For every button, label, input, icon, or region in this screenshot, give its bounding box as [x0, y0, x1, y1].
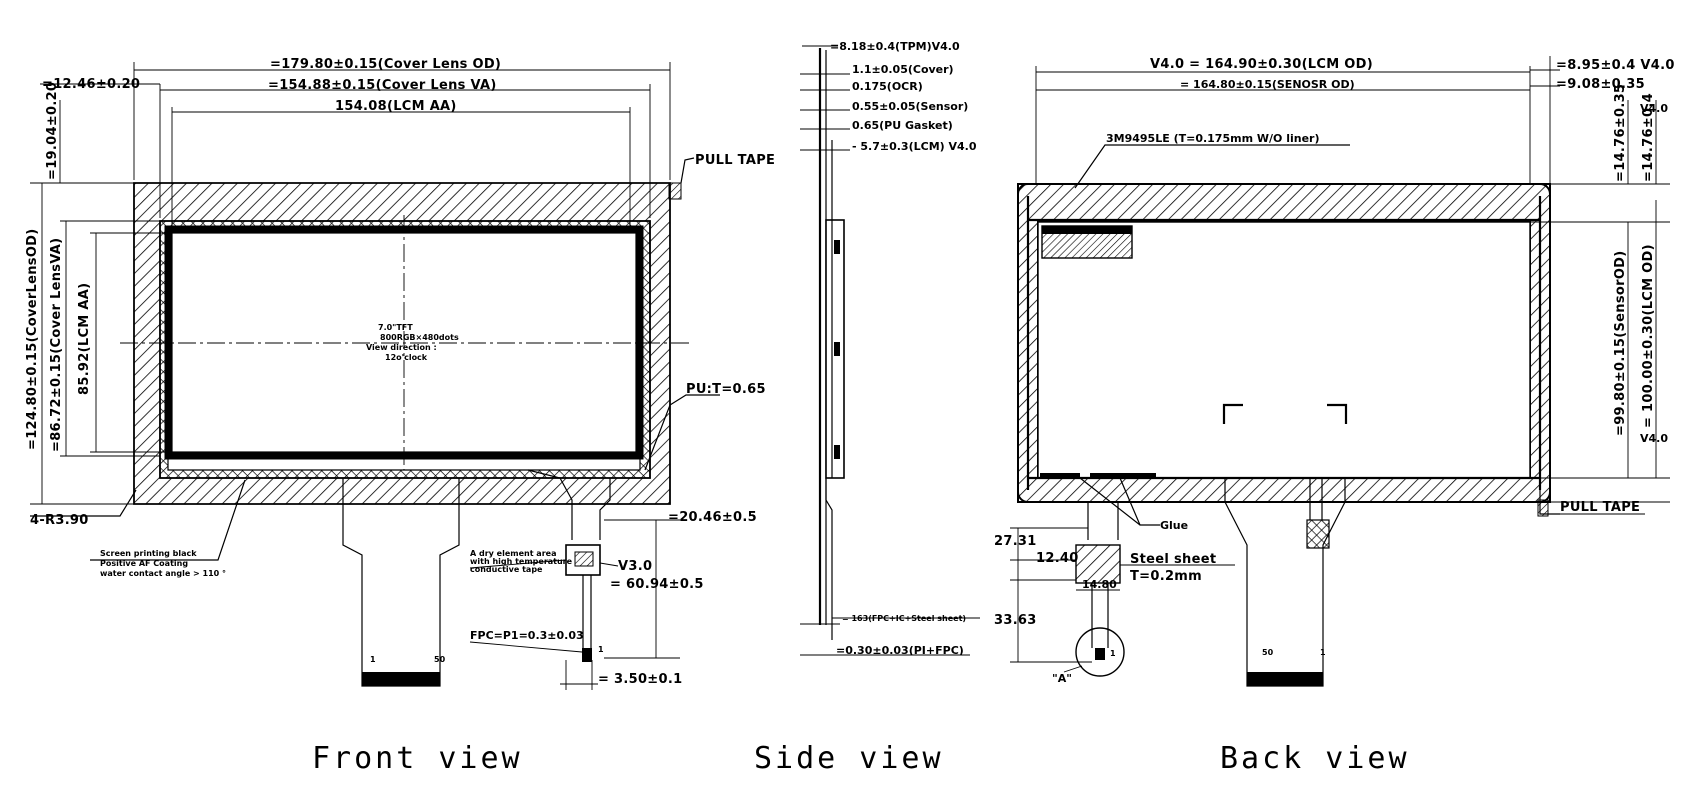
side-fpc-stack: = 163(FPC+IC+Steel sheet): [842, 614, 966, 623]
back-dim-lcm-od-w: V4.0 = 164.90±0.30(LCM OD): [1150, 57, 1373, 72]
back-pull-tape: PULL TAPE: [1560, 500, 1640, 515]
back-steel-thickness: T=0.2mm: [1130, 569, 1202, 584]
back-tape-callout: 3M9495LE (T=0.175mm W/O liner): [1106, 132, 1319, 145]
side-view: =8.18±0.4(TPM)V4.0 1.1±0.05(Cover) 0.175…: [754, 40, 980, 776]
back-dim-fpc-d: 33.63: [994, 613, 1037, 628]
front-dim-cover-od-h: =124.80±0.15(CoverLensOD): [25, 228, 40, 450]
front-pin-first: 1: [370, 655, 376, 664]
front-dim-cover-va-w: =154.88±0.15(Cover Lens VA): [268, 78, 497, 93]
back-detail-label: "A": [1052, 672, 1072, 685]
back-dim-top-offset-2: =14.76±0.4: [1641, 93, 1656, 182]
front-dim-lcm-aa-h: 85.92(LCM AA): [77, 283, 92, 395]
back-pin-last: 1: [1320, 648, 1326, 657]
panel-text-clock: 12o'clock: [385, 353, 428, 362]
back-dim-top-offset-1-ver: V4.0: [1640, 102, 1668, 115]
back-dim-fpc-b: 12.40: [1036, 551, 1079, 566]
back-dim-sensor-od-w: = 164.80±0.15(SENOSR OD): [1180, 78, 1355, 91]
front-dim-fpc-tail: = 3.50±0.1: [598, 672, 682, 687]
front-view: 7.0"TFT 800RGB×480dots View direction : …: [25, 57, 775, 776]
side-layer-sensor: 0.55±0.05(Sensor): [852, 100, 968, 113]
front-pin-last: 50: [434, 655, 446, 664]
side-layer-pu-gasket: 0.65(PU Gasket): [852, 119, 953, 132]
back-pin-tail: 1: [1110, 649, 1116, 658]
front-dim-cover-va-h: =86.72±0.15(Cover LensVA): [49, 238, 64, 452]
front-dim-top-offset: =19.04±0.20: [45, 82, 60, 180]
front-note-ic-1: A dry element area: [470, 549, 556, 558]
side-layer-tpm: =8.18±0.4(TPM)V4.0: [830, 40, 960, 53]
back-dim-right-offset-2: =9.08±0.35: [1556, 77, 1645, 92]
back-inner-panel: [1037, 221, 1531, 479]
back-ic-chip: [1306, 519, 1330, 549]
back-glue: Glue: [1160, 519, 1188, 532]
front-dim-fpc-offset: =20.46±0.5: [668, 510, 757, 525]
back-dim-lcm-od-h-ver: V4.0: [1640, 432, 1668, 445]
side-layer-cover: 1.1±0.05(Cover): [852, 63, 954, 76]
front-pin-tail: 1: [598, 645, 604, 654]
front-ic-version: V3.0: [618, 559, 652, 574]
back-detail-circle: [1075, 627, 1125, 677]
front-fpc-connector: [362, 672, 440, 686]
side-layer-ocr: 0.175(OCR): [852, 80, 923, 93]
front-note-ic-3: conductive tape: [470, 565, 543, 574]
back-dim-fpc-a: 27.31: [994, 534, 1037, 549]
front-pull-tape-label: PULL TAPE: [695, 153, 775, 168]
front-dim-fpc-length: = 60.94±0.5: [610, 577, 704, 592]
side-fpc-thickness: =0.30±0.03(PI+FPC): [836, 644, 964, 657]
back-dim-top-offset-1: =14.76±0.35: [1613, 84, 1628, 182]
panel-text-size: 7.0"TFT: [378, 323, 413, 332]
front-dim-cover-od-w: =179.80±0.15(Cover Lens OD): [270, 57, 501, 72]
back-steel-sheet: [1075, 544, 1121, 584]
back-view-title: Back view: [1220, 741, 1410, 776]
side-view-title: Side view: [754, 741, 944, 776]
back-fpc-connector: [1247, 672, 1323, 686]
back-pin-first: 50: [1262, 648, 1274, 657]
front-view-title: Front view: [312, 741, 523, 776]
front-note-screen-printing: Screen printing black: [100, 549, 197, 558]
back-view: 50 1 Glue Steel sheet T=0.2mm 1 "A" 27.3…: [994, 56, 1675, 776]
front-note-ic-2: with high temperature: [470, 557, 573, 566]
back-dim-lcm-od-h: = 100.00±0.30(LCM OD): [1641, 244, 1656, 428]
back-fpc: [1224, 478, 1346, 687]
front-note-contact-angle: water contact angle > 110 °: [100, 569, 226, 578]
front-dim-fpc-pitch: FPC=P1=0.3±0.03: [470, 629, 584, 642]
front-dim-corner-radius: 4-R3.90: [30, 513, 89, 528]
front-note-af-coating: Positive AF Coating: [100, 559, 188, 568]
front-pull-tape: [668, 182, 682, 200]
back-steel-sheet-label: Steel sheet: [1130, 552, 1216, 567]
front-dim-left-offset: =12.46±0.20: [42, 77, 140, 92]
back-dim-sensor-od-h: =99.80±0.15(SensorOD): [1613, 250, 1628, 436]
front-pu-thickness: PU:T=0.65: [686, 382, 766, 397]
back-dim-fpc-c: 14.80: [1082, 578, 1117, 591]
front-dim-lcm-aa-w: 154.08(LCM AA): [335, 99, 457, 114]
side-layer-lcm: - 5.7±0.3(LCM) V4.0: [852, 140, 977, 153]
back-dim-right-offset-1: =8.95±0.4 V4.0: [1556, 58, 1675, 73]
panel-text-view-direction: View direction :: [366, 343, 437, 352]
panel-text-resolution: 800RGB×480dots: [380, 333, 459, 342]
